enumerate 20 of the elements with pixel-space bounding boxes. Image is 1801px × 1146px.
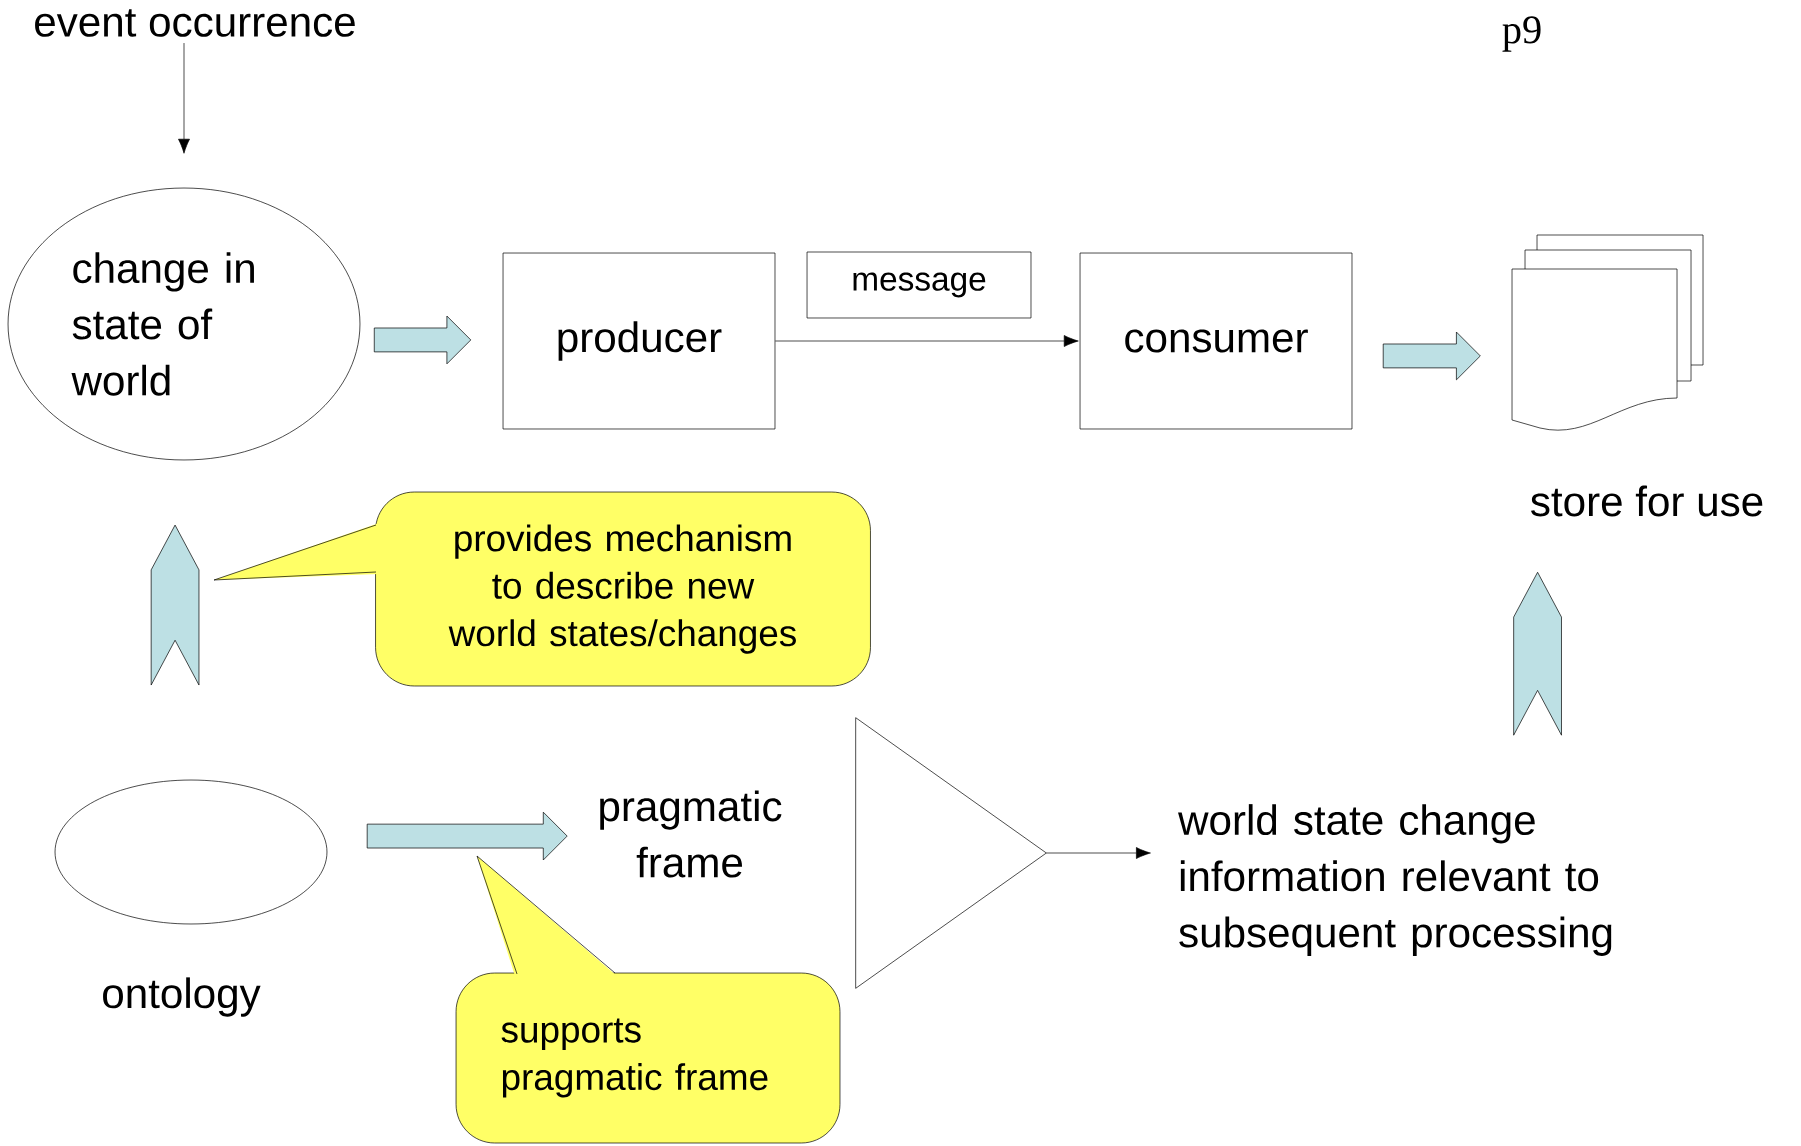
arrow bbox=[775, 335, 1079, 347]
process-box: consumer bbox=[1079, 252, 1353, 430]
page-number: p9 bbox=[1502, 16, 1541, 52]
callout-bubble: provides mechanism to describe new world states/changes bbox=[213, 491, 871, 687]
process-box: producer bbox=[502, 252, 776, 430]
arrow bbox=[1046, 847, 1151, 859]
block-arrow bbox=[366, 811, 568, 861]
block-arrow bbox=[373, 315, 472, 365]
message-box: message bbox=[806, 251, 1032, 319]
ellipse bbox=[54, 779, 328, 925]
block-arrow bbox=[1382, 331, 1481, 381]
block-arrow bbox=[150, 524, 200, 686]
block-arrow bbox=[1513, 571, 1562, 736]
text-label: world state change information relevant to subsequent processing bbox=[1178, 804, 1612, 956]
arrow bbox=[178, 42, 190, 154]
document-stack-icon bbox=[1511, 234, 1704, 431]
text-label: event occurrence bbox=[35, 9, 355, 37]
caption-text: store for use bbox=[1531, 485, 1763, 517]
caption-text: ontology bbox=[103, 977, 261, 1017]
triangle bbox=[855, 717, 1047, 989]
